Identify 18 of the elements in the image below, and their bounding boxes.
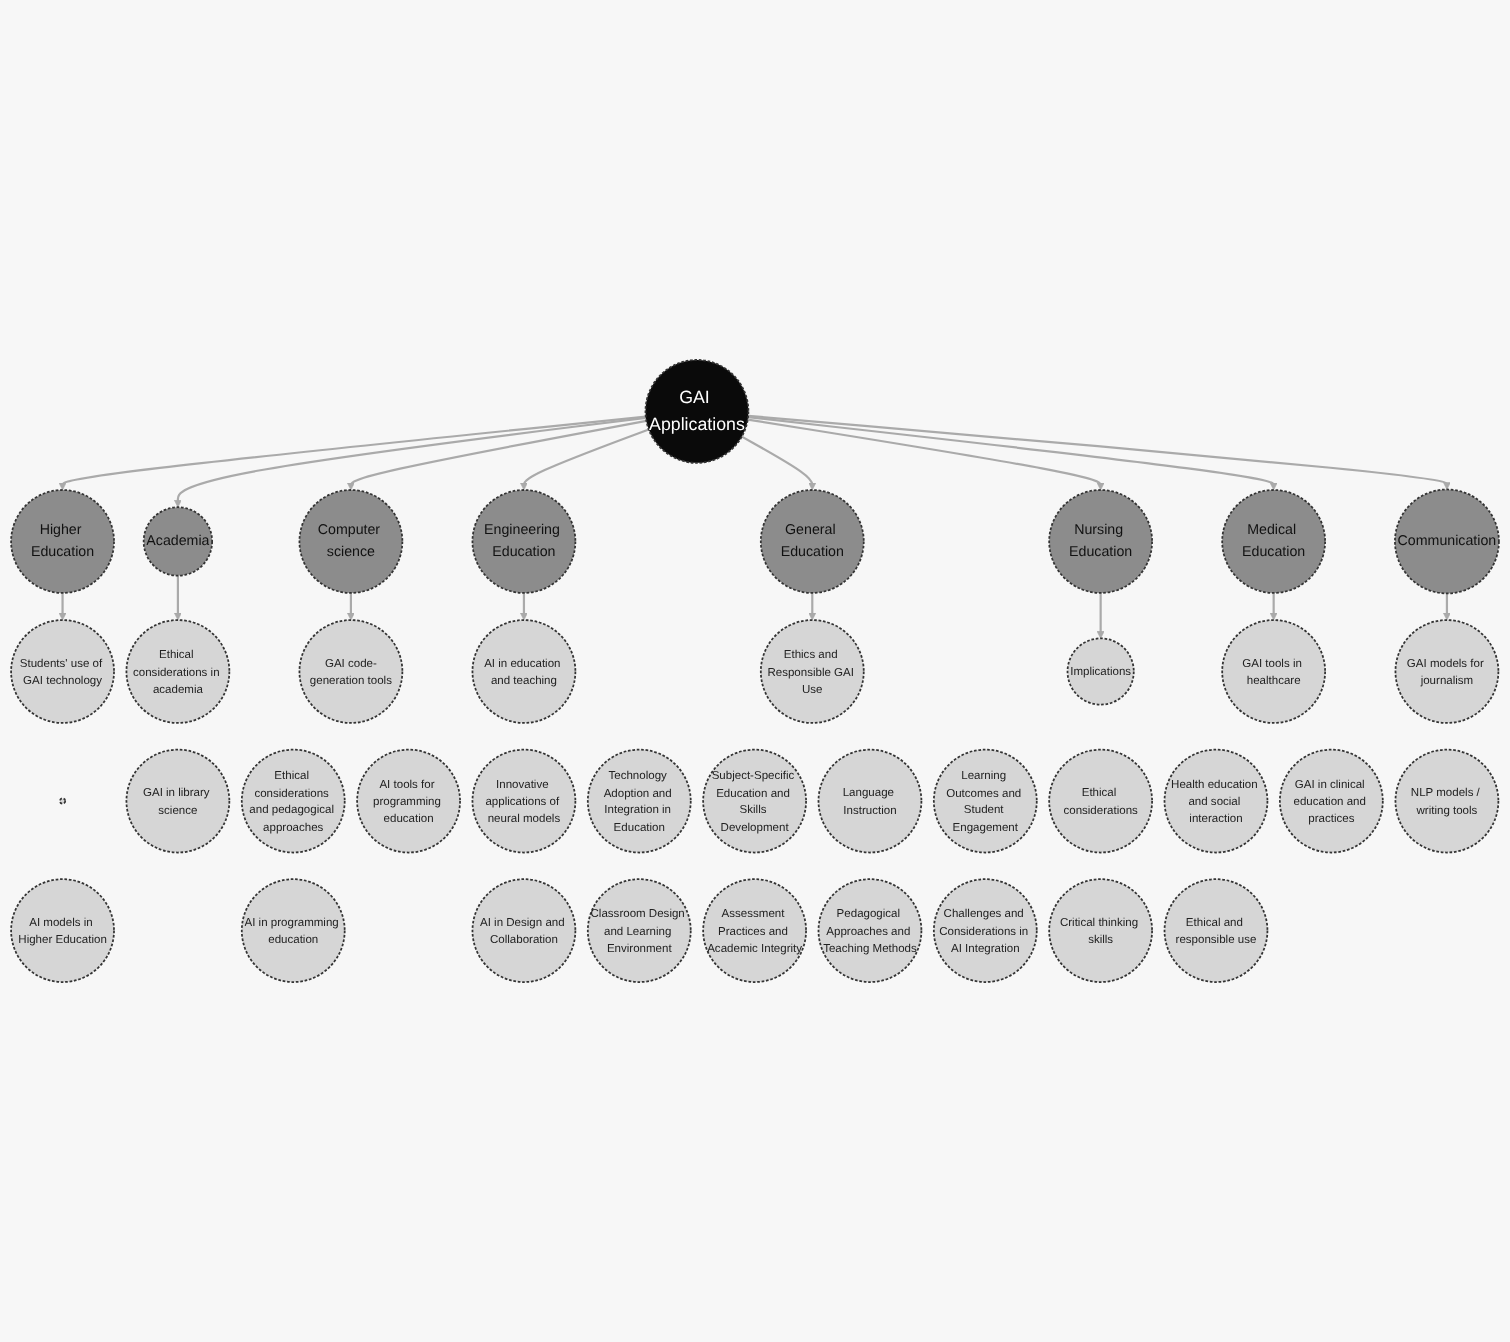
arrow [748,414,1451,490]
arrow [174,416,646,508]
arrow [747,418,1105,491]
arrow [741,435,817,491]
arrow [1269,592,1278,621]
arrow [520,428,650,491]
arrow [174,575,182,621]
arrow [347,419,647,491]
arrow [747,416,1278,491]
arrow [58,415,646,491]
arrow [58,592,67,621]
arrow [1443,593,1451,621]
arrow [1096,592,1105,639]
arrow [520,592,528,621]
node-circle: GAI Applications [644,359,750,464]
node-circle [59,797,67,805]
arrow [347,592,355,621]
arrow [808,592,817,621]
